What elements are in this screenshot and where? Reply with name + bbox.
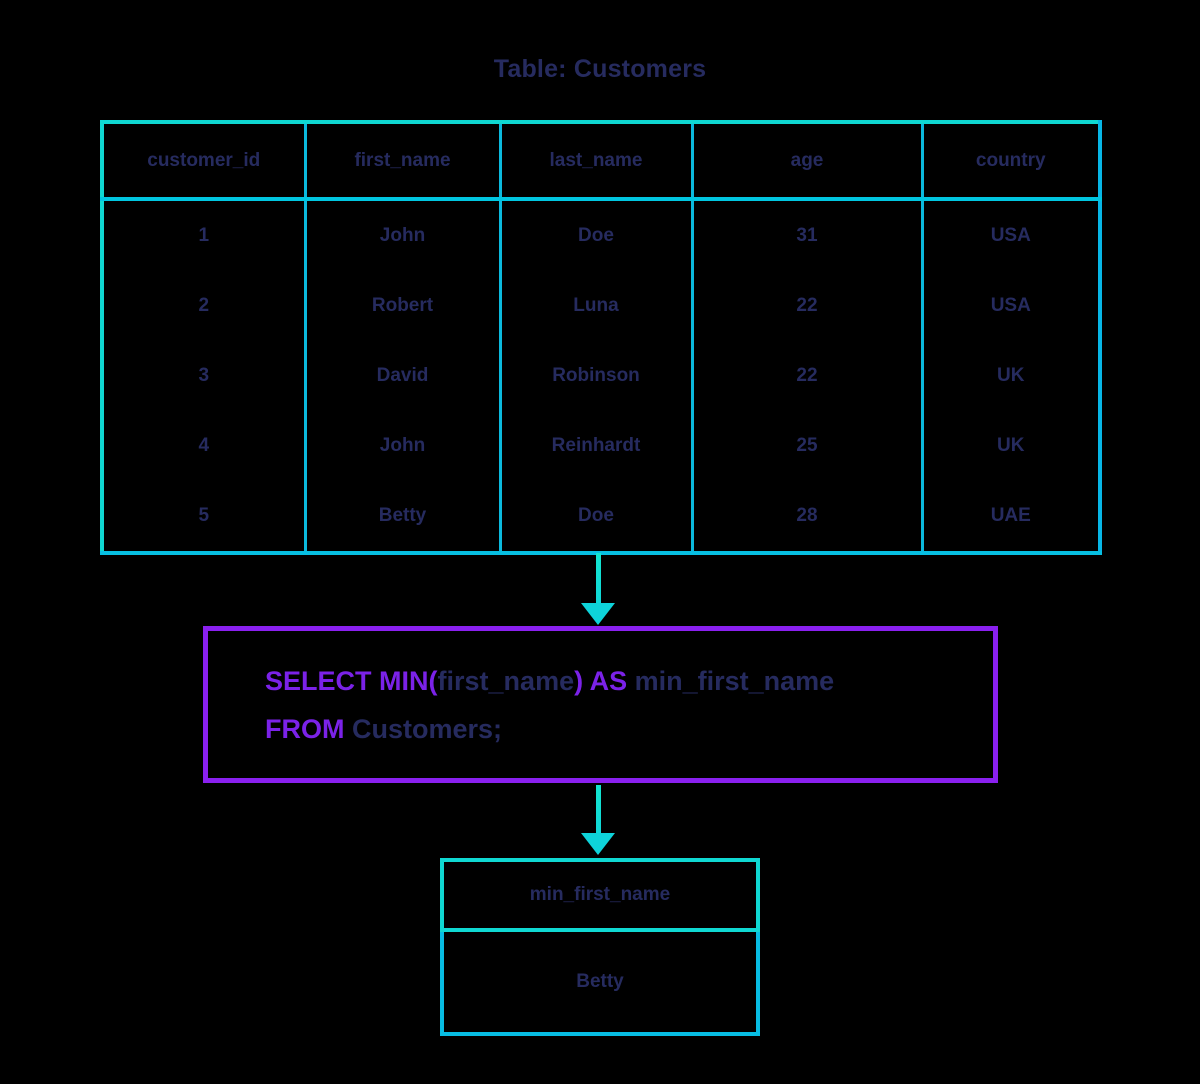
cell-country: USA: [920, 199, 1102, 271]
sql-space-4: [344, 714, 352, 744]
page-title: Table: Customers: [493, 55, 707, 83]
sql-keyword-select: SELECT: [265, 665, 372, 696]
cell-country: USA: [920, 271, 1102, 341]
cell-age: 22: [690, 271, 924, 341]
cell-customer-id: 4: [100, 411, 307, 481]
arrow-head: [581, 833, 615, 855]
cell-age: 28: [690, 481, 924, 555]
cell-age: 22: [690, 341, 924, 411]
sql-keyword-from: FROM: [265, 713, 345, 744]
cell-customer-id: 5: [100, 481, 307, 555]
cell-last-name: Doe: [498, 481, 694, 555]
arrow-shaft: [596, 785, 601, 835]
sql-keyword-as: AS: [589, 665, 628, 696]
result-table: min_first_name Betty: [440, 858, 760, 1036]
table-row: 4 John Reinhardt 25 UK: [100, 411, 1102, 481]
sql-alias-min-first-name: min_first_name: [634, 665, 835, 696]
cell-age: 25: [690, 411, 924, 481]
sql-space: [372, 666, 380, 696]
cell-country: UK: [920, 411, 1102, 481]
cell-last-name: Robinson: [498, 341, 694, 411]
result-column-header: min_first_name: [440, 858, 760, 932]
source-table: customer_id first_name last_name age cou…: [100, 120, 1102, 555]
table-row: 5 Betty Doe 28 UAE: [100, 481, 1102, 555]
sql-paren-close: ): [574, 665, 584, 696]
cell-customer-id: 1: [100, 199, 307, 271]
result-row: Betty: [440, 930, 760, 1036]
cell-last-name: Luna: [498, 271, 694, 341]
down-arrow-icon: [581, 553, 615, 625]
cell-first-name: Robert: [303, 271, 502, 341]
column-header-first-name: first_name: [303, 120, 502, 201]
column-header-customer-id: customer_id: [100, 120, 307, 201]
cell-customer-id: 2: [100, 271, 307, 341]
table-row: 1 John Doe 31 USA: [100, 199, 1102, 271]
sql-paren-open: (: [428, 665, 438, 696]
arrow-shaft: [596, 553, 601, 605]
result-header-row: min_first_name: [440, 858, 760, 932]
table-header-row: customer_id first_name last_name age cou…: [100, 120, 1102, 201]
sql-table-customers: Customers;: [352, 713, 503, 744]
table-row: 3 David Robinson 22 UK: [100, 341, 1102, 411]
arrow-head: [581, 603, 615, 625]
sql-query-box: SELECT MIN(first_name) AS min_first_name…: [203, 626, 998, 783]
column-header-age: age: [690, 120, 924, 201]
cell-first-name: David: [303, 341, 502, 411]
cell-first-name: John: [303, 411, 502, 481]
sql-function-min: MIN: [379, 665, 429, 696]
cell-country: UAE: [920, 481, 1102, 555]
sql-argument-first-name: first_name: [437, 665, 575, 696]
cell-last-name: Doe: [498, 199, 694, 271]
sql-query-line-1: SELECT MIN(first_name) AS min_first_name: [265, 657, 993, 705]
down-arrow-icon: [581, 785, 615, 857]
cell-customer-id: 3: [100, 341, 307, 411]
sql-query-line-2: FROM Customers;: [265, 705, 993, 753]
result-cell-value: Betty: [440, 930, 760, 1036]
cell-first-name: John: [303, 199, 502, 271]
column-header-country: country: [920, 120, 1102, 201]
cell-age: 31: [690, 199, 924, 271]
cell-country: UK: [920, 341, 1102, 411]
cell-last-name: Reinhardt: [498, 411, 694, 481]
cell-first-name: Betty: [303, 481, 502, 555]
sql-space-3: [627, 666, 635, 696]
column-header-last-name: last_name: [498, 120, 694, 201]
table-row: 2 Robert Luna 22 USA: [100, 271, 1102, 341]
